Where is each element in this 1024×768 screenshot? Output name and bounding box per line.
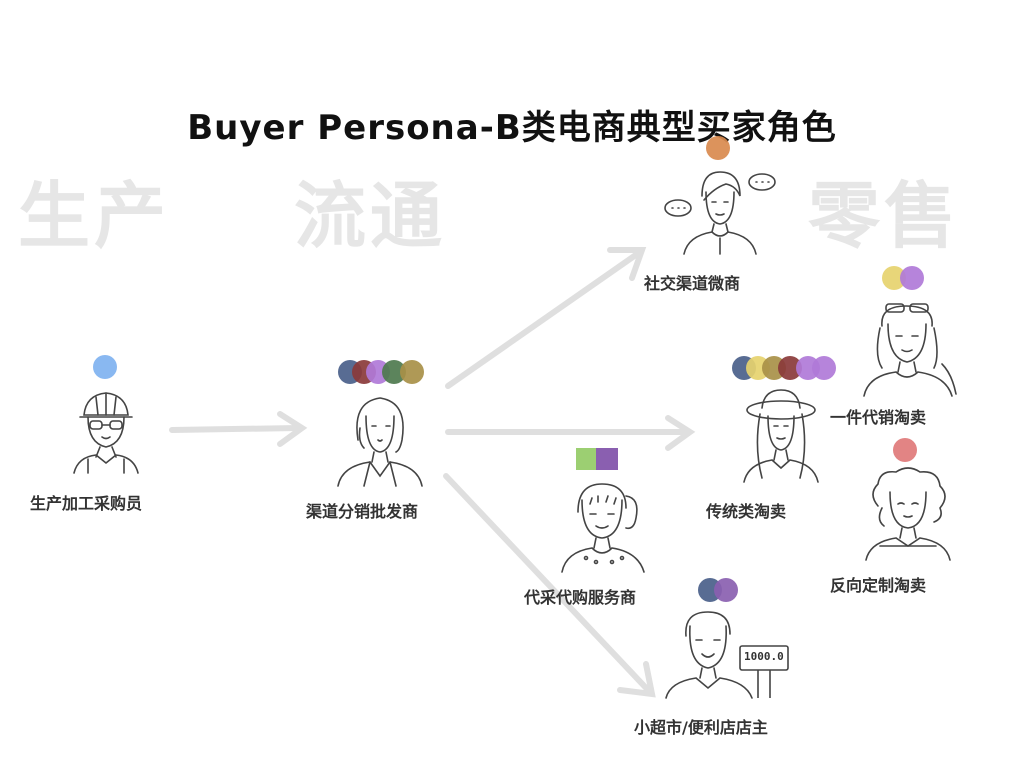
arrow-production-to-wholesaler	[169, 425, 301, 433]
woman-professional-avatar	[337, 397, 423, 487]
persona-label: 小超市/便利店店主	[634, 718, 768, 737]
ponytail-woman-avatar	[561, 483, 645, 573]
factory-worker-avatar	[73, 392, 139, 474]
price-sign-icon	[739, 645, 789, 698]
tag-dots	[893, 438, 917, 462]
stage-retail-label: 零售	[808, 174, 961, 258]
stage-production-label: 生产	[18, 174, 171, 258]
curly-hair-woman-avatar	[865, 467, 951, 561]
price-sign-text: 1000.0	[744, 650, 784, 663]
tag-dot	[93, 355, 117, 379]
persona-label: 传统类淘卖	[706, 502, 787, 521]
persona-label: 渠道分销批发商	[306, 502, 419, 521]
chatting-woman-avatar	[664, 171, 776, 255]
tag-dots	[576, 448, 620, 472]
persona-label: 反向定制淘卖	[830, 576, 927, 595]
stage-circulation-label: 流通	[294, 174, 447, 258]
tag-dot	[900, 266, 924, 290]
tag-dot	[706, 136, 730, 160]
persona-label: 生产加工采购员	[30, 494, 143, 513]
store-owner-avatar	[665, 611, 753, 699]
persona-label: 代采代购服务商	[524, 588, 637, 607]
hat-woman-avatar	[743, 389, 819, 483]
tag-dot	[812, 356, 836, 380]
tag-dot	[400, 360, 424, 384]
persona-label: 一件代销淘卖	[830, 408, 927, 427]
tag-square	[596, 448, 618, 470]
arrow-wholesaler-to-store	[443, 473, 651, 693]
tag-dots	[93, 355, 117, 379]
tag-dots	[706, 136, 730, 160]
tag-dots	[338, 360, 428, 384]
arrow-wholesaler-to-wechat	[445, 249, 643, 389]
tag-dot	[714, 578, 738, 602]
tag-dot	[893, 438, 917, 462]
sunglasses-woman-avatar	[863, 303, 957, 397]
tag-dots	[732, 356, 838, 380]
tag-dots	[882, 266, 928, 290]
tag-square	[576, 448, 598, 470]
tag-dots	[698, 578, 740, 602]
persona-label: 社交渠道微商	[644, 274, 741, 293]
